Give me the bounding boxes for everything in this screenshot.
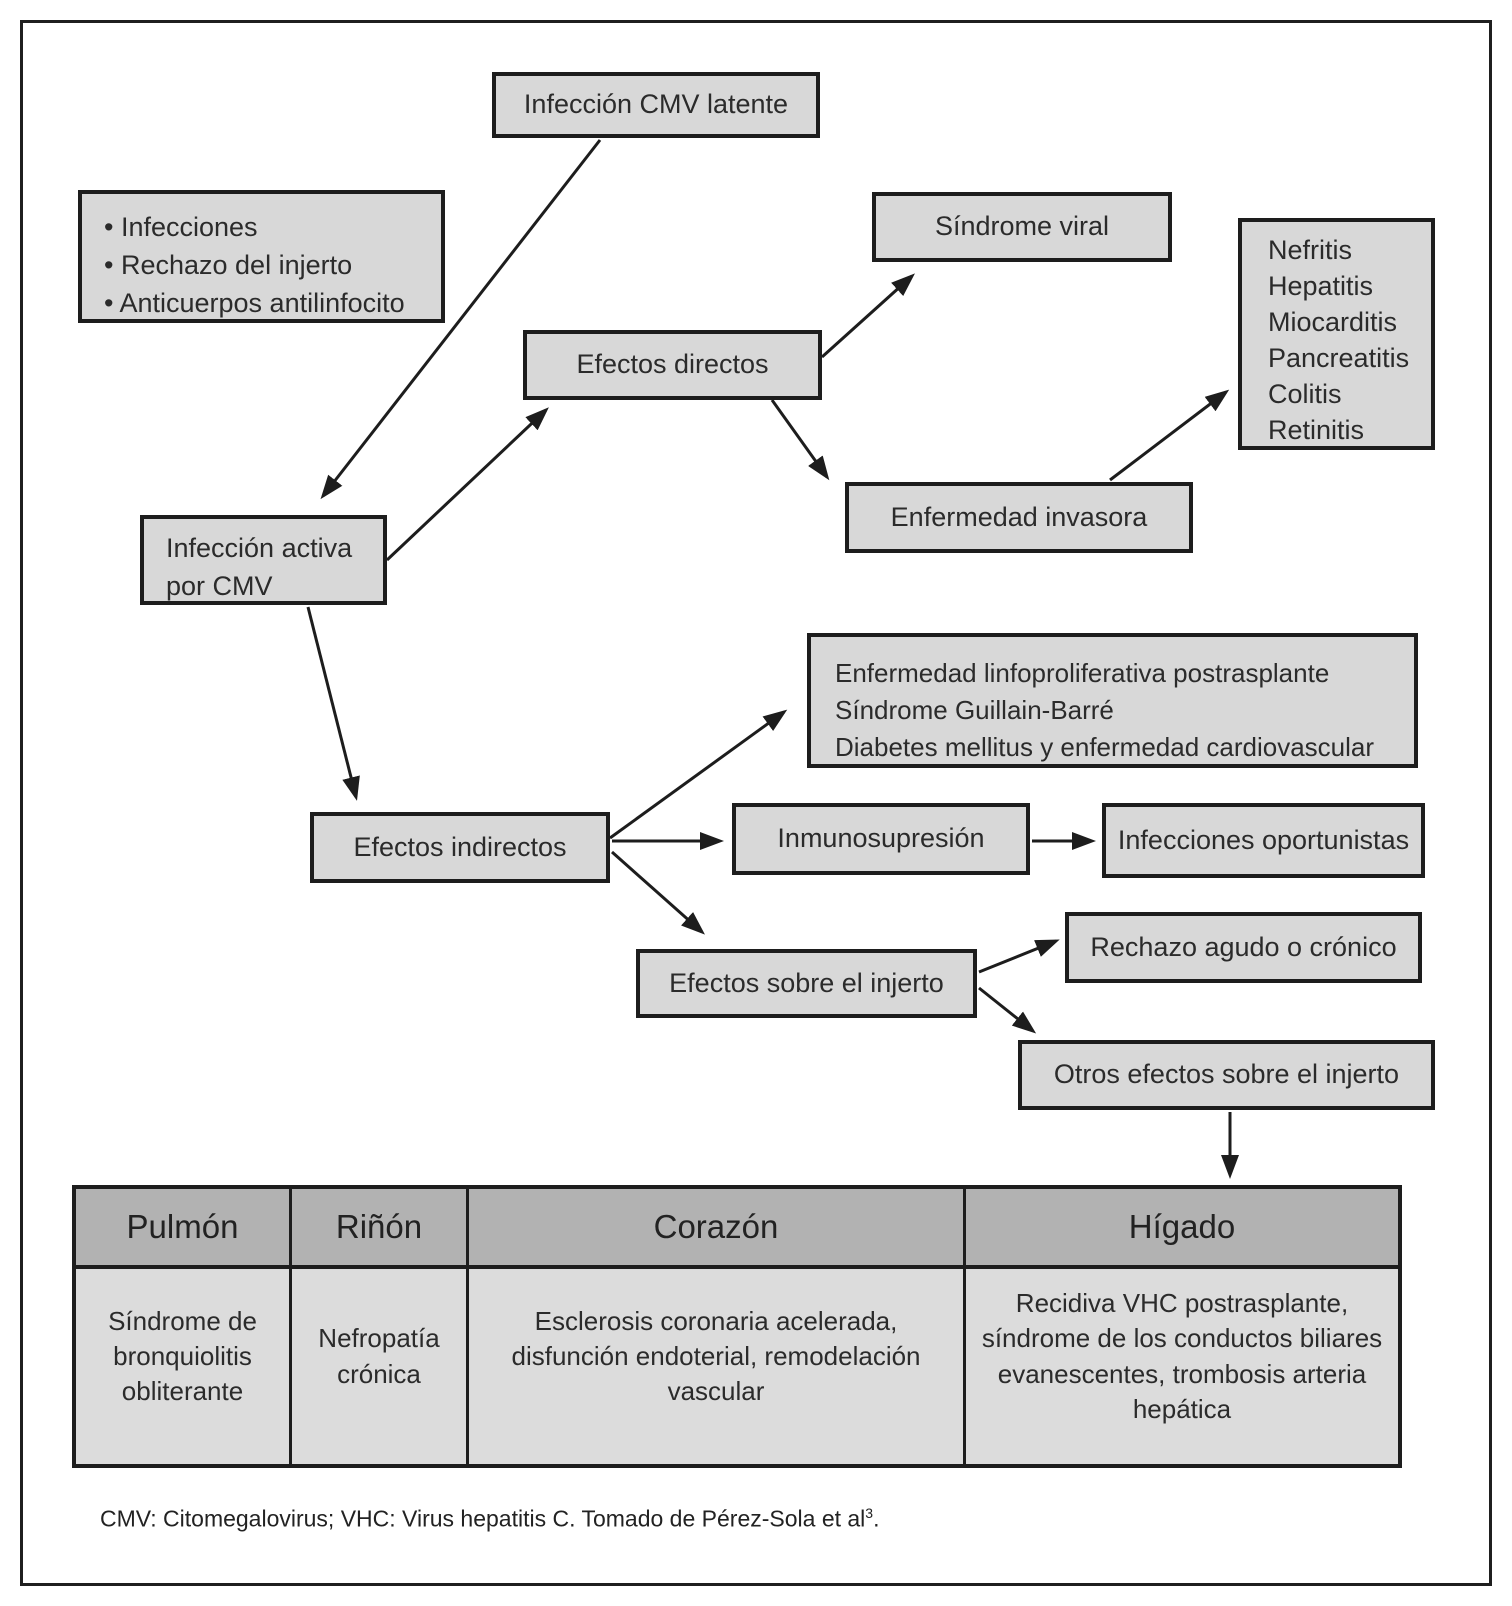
node-sindrome-viral: Síndrome viral [872,192,1172,262]
table-cell-corazon: Esclerosis coronaria acelerada, disfunci… [466,1269,963,1464]
list-line: Colitis [1268,379,1342,409]
table-header-corazon: Corazón [466,1189,963,1269]
list-line: por CMV [166,571,273,601]
table-cell-higado: Recidiva VHC postrasplante, síndrome de … [963,1269,1398,1464]
list-line: Rechazo del injerto [104,246,431,284]
footnote-suffix: . [873,1505,880,1532]
list-line: Anticuerpos antilinfocito [104,284,431,322]
footnote-superscript: 3 [865,1505,874,1521]
node-inmunosupresion: Inmunosupresión [732,803,1030,875]
node-efectos-directos: Efectos directos [523,330,822,400]
list-line: Síndrome Guillain-Barré [835,695,1114,725]
node-infeccion-activa-cmv: Infección activa por CMV [140,515,387,605]
node-rechazo-agudo-cronico: Rechazo agudo o crónico [1065,912,1422,983]
node-otros-efectos-injerto: Otros efectos sobre el injerto [1018,1040,1435,1110]
list-line: Miocarditis [1268,307,1398,337]
list-line: Retinitis [1268,415,1365,445]
list-line: Enfermedad linfoproliferativa postraspla… [835,658,1330,688]
node-trigger-factors: InfeccionesRechazo del injertoAnticuerpo… [78,190,445,323]
list-line: Diabetes mellitus y enfermedad cardiovas… [835,732,1375,762]
footnote: CMV: Citomegalovirus; VHC: Virus hepatit… [100,1505,879,1533]
node-efectos-indirectos: Efectos indirectos [310,812,610,883]
node-infecciones-oportunistas: Infecciones oportunistas [1102,803,1425,878]
table-header-higado: Hígado [963,1189,1398,1269]
node-indirect-outcomes: Enfermedad linfoproliferativa postraspla… [807,633,1418,768]
organ-effects-table: Pulmón Riñón Corazón Hígado Síndrome de … [72,1185,1402,1468]
footnote-text: CMV: Citomegalovirus; VHC: Virus hepatit… [100,1505,866,1532]
table-header-rinon: Riñón [289,1189,466,1269]
node-infeccion-cmv-latente: Infección CMV latente [492,72,820,138]
list-line: Pancreatitis [1268,343,1410,373]
node-efectos-sobre-injerto: Efectos sobre el injerto [636,949,977,1018]
list-line: Hepatitis [1268,271,1374,301]
node-enfermedad-invasora: Enfermedad invasora [845,482,1193,553]
table-header-pulmon: Pulmón [76,1189,289,1269]
table-cell-pulmon: Síndrome de bronquiolitis obliterante [76,1269,289,1464]
list-line: Infección activa [166,533,353,563]
list-line: Nefritis [1268,235,1353,265]
list-line: Infecciones [104,208,431,246]
table-cell-rinon: Nefropatía crónica [289,1269,466,1464]
